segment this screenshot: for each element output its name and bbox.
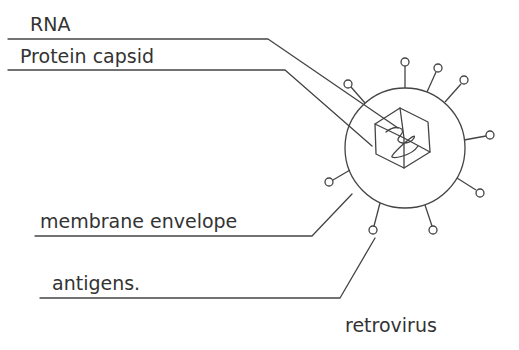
leader-line <box>8 39 398 128</box>
part-label: RNA <box>30 13 70 36</box>
label-slot: retrovirus <box>345 314 437 337</box>
leader-line <box>8 70 372 146</box>
protein-capsid <box>375 108 430 168</box>
label-slot: RNA <box>30 13 70 36</box>
part-label: membrane envelope <box>40 210 237 233</box>
leader-line <box>35 194 352 236</box>
antigen-spikes <box>325 58 494 234</box>
part-label: antigens. <box>52 272 140 295</box>
label-slot: membrane envelope <box>40 210 237 233</box>
rna-strand <box>386 128 418 158</box>
caption-text: retrovirus <box>345 314 437 337</box>
leader-line <box>40 238 375 298</box>
part-label: Protein capsid <box>20 45 154 68</box>
label-slot: antigens. <box>52 272 140 295</box>
label-slot: Protein capsid <box>20 45 154 68</box>
capsid-edge <box>375 124 404 168</box>
membrane-envelope <box>345 88 465 208</box>
